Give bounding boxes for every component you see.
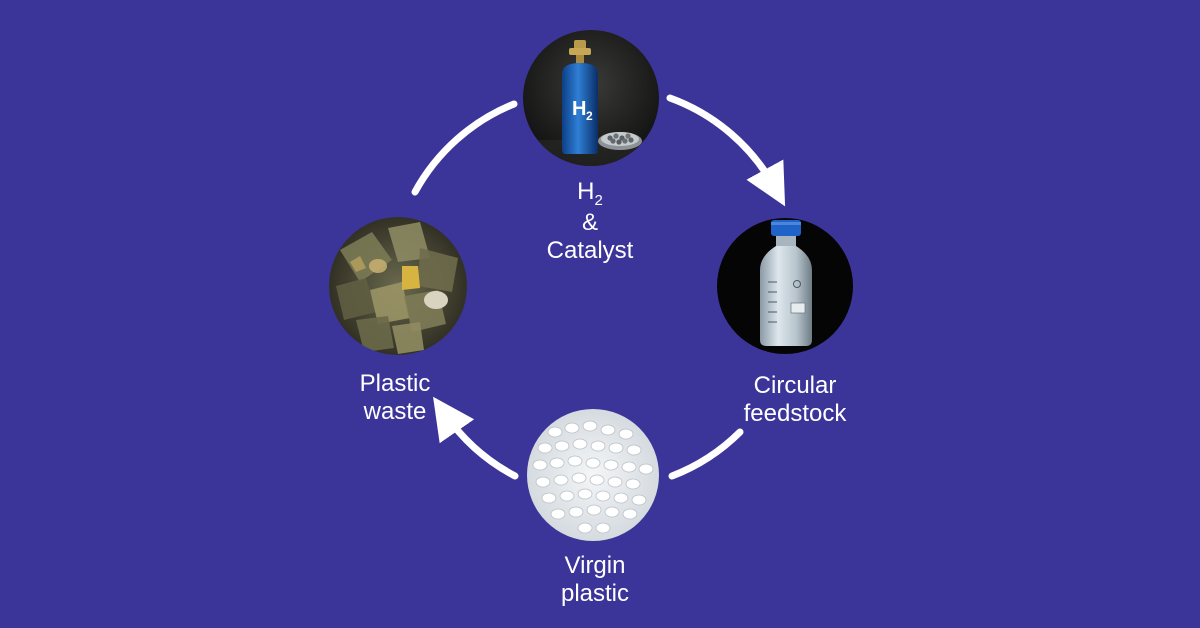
arrow-feedstock-to-virgin [672, 432, 740, 476]
label-waste-line1: Plastic [330, 370, 460, 398]
arrow-catalyst-to-feedstock [670, 98, 775, 188]
label-feedstock-line2: feedstock [720, 400, 870, 428]
label-h-text: H [577, 178, 594, 205]
label-plastic-waste: Plastic waste [330, 370, 460, 426]
arrow-waste-to-catalyst [415, 104, 514, 192]
label-h2: H2 [530, 178, 650, 209]
label-sub-text: 2 [595, 192, 603, 209]
cylinder-h-text: H [572, 98, 586, 120]
hydrogen-cylinder-icon: H 2 [523, 30, 659, 170]
label-virgin-line2: plastic [530, 580, 660, 608]
label-ampersand: & [530, 209, 650, 237]
label-waste-line2: waste [330, 398, 460, 426]
label-h2-catalyst: H2 & Catalyst [530, 178, 650, 265]
plastic-waste-icon [329, 217, 467, 355]
label-feedstock-line1: Circular [720, 372, 870, 400]
label-catalyst-word: Catalyst [530, 237, 650, 265]
label-circular-feedstock: Circular feedstock [720, 372, 870, 428]
glass-bottle-icon [717, 218, 853, 354]
plastic-pellets-icon [527, 409, 659, 541]
label-virgin-plastic: Virgin plastic [530, 552, 660, 608]
cylinder-sub-text: 2 [586, 109, 593, 123]
label-virgin-line1: Virgin [530, 552, 660, 580]
